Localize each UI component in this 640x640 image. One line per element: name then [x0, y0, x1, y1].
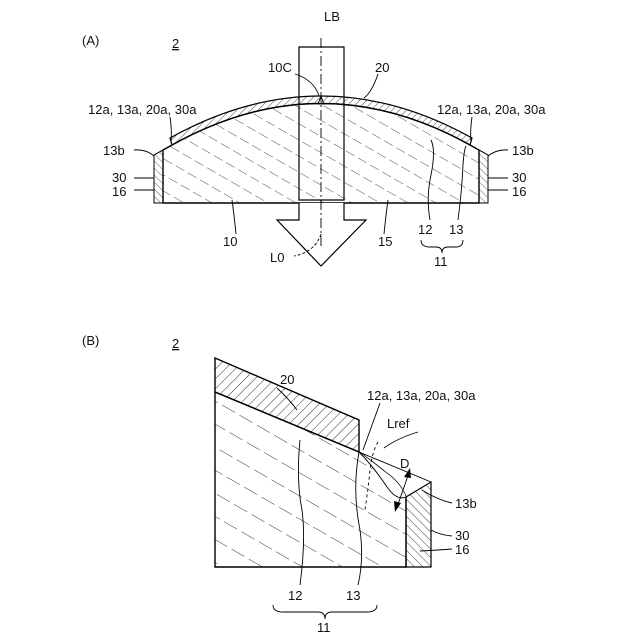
side-layer-left [154, 150, 163, 203]
panel-b: (B) 2 20 12a, 13a, 20a, 30a Lref [82, 333, 477, 635]
panel-b-figure-number: 2 [172, 336, 179, 351]
label-12: 12 [418, 222, 432, 237]
label-13b-right: 13b [512, 143, 534, 158]
label-13: 13 [449, 222, 463, 237]
label-l0: L0 [270, 250, 284, 265]
label-30-right: 30 [512, 170, 526, 185]
label-lref: Lref [387, 416, 410, 431]
label-30-b: 30 [455, 528, 469, 543]
label-10c: 10C [268, 60, 292, 75]
label-16-left: 16 [112, 184, 126, 199]
label-13b-left: 13b [103, 143, 125, 158]
label-13b-b: 13b [455, 496, 477, 511]
side-layer-right [479, 150, 488, 203]
label-top-b: 12a, 13a, 20a, 30a [367, 388, 476, 403]
label-30-left: 30 [112, 170, 126, 185]
label-16-right: 16 [512, 184, 526, 199]
label-16-b: 16 [455, 542, 469, 557]
label-20-b: 20 [280, 372, 294, 387]
panel-a: (A) 2 [82, 9, 546, 269]
label-top-right: 12a, 13a, 20a, 30a [437, 102, 546, 117]
label-top-left: 12a, 13a, 20a, 30a [88, 102, 197, 117]
side-layer-b [406, 482, 431, 567]
label-13-b: 13 [346, 588, 360, 603]
label-10: 10 [223, 234, 237, 249]
label-lb: LB [324, 9, 340, 24]
label-20: 20 [375, 60, 389, 75]
panel-a-figure-number: 2 [172, 36, 179, 51]
label-11-b: 11 [317, 620, 331, 635]
outgoing-arrow [277, 203, 366, 266]
label-12-b: 12 [288, 588, 302, 603]
panel-b-label: (B) [82, 333, 99, 348]
panel-a-label: (A) [82, 33, 99, 48]
label-15: 15 [378, 234, 392, 249]
label-d: D [400, 456, 409, 471]
label-11: 11 [434, 254, 448, 269]
